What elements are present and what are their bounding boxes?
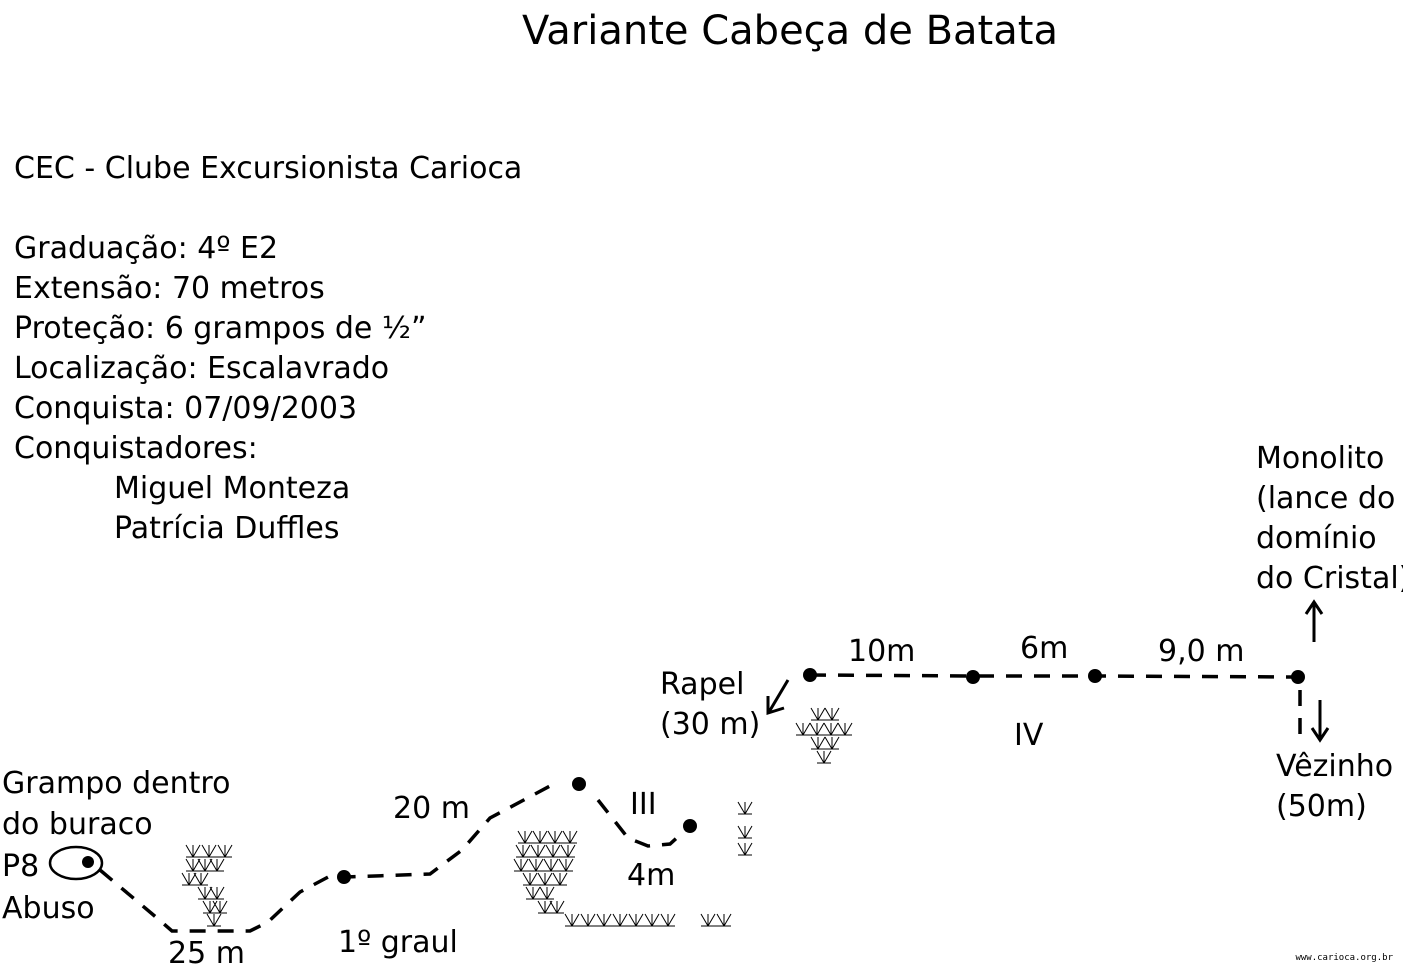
distance-9m-label: 9,0 m	[1158, 634, 1244, 669]
grade-iii-label: III	[630, 787, 657, 822]
route-labels: Grampo dentro do buraco P8 Abuso 25 m 1º…	[2, 441, 1403, 966]
start-hole-icon	[48, 845, 104, 881]
website-label: www.carioca.org.br	[1295, 953, 1393, 963]
monolito-label: Monolito	[1256, 441, 1384, 476]
grass-tuft-icon	[737, 842, 753, 856]
distance-6m-label: 6m	[1020, 631, 1068, 666]
climber-name: Patrícia Duffles	[114, 511, 340, 546]
grass-tuft-icon	[700, 913, 732, 927]
bolt-icon	[803, 668, 817, 682]
bolt-icon	[683, 819, 697, 833]
grass-tuft-icon	[185, 858, 225, 872]
bolt-icon	[572, 777, 586, 791]
distance-4m-label: 4m	[627, 858, 675, 893]
grass-tuft-icon	[816, 750, 832, 764]
rapel-label: Rapel	[660, 667, 744, 702]
vezinho-arrow-icon	[1310, 700, 1330, 743]
monolito-arrow-icon	[1304, 599, 1324, 642]
grass-tuft-icon	[206, 913, 222, 927]
bolt-icon	[966, 670, 980, 684]
grass-tuft-icon	[564, 913, 676, 927]
route-line	[98, 673, 1302, 933]
grass-tuft-icon	[737, 825, 753, 839]
grass-tuft-icon	[513, 858, 574, 872]
distance-10m-label: 10m	[848, 634, 915, 669]
start-note-line: Grampo dentro	[2, 766, 230, 801]
vezinho-label: Vêzinho	[1276, 749, 1393, 784]
vegetation	[181, 707, 853, 927]
climbers-heading: Conquistadores:	[14, 431, 258, 466]
rapel-arrow-icon	[766, 679, 790, 716]
grade-iv-label: IV	[1014, 718, 1044, 753]
grass-tuft-icon	[522, 872, 568, 886]
grass-tuft-icon	[537, 900, 565, 914]
grass-tuft-icon	[517, 830, 578, 844]
grass-tuft-icon	[185, 844, 233, 858]
grass-tuft-icon	[737, 801, 753, 815]
monolito-label: (lance do	[1256, 481, 1395, 516]
diagram-title: Variante Cabeça de Batata	[522, 8, 1058, 54]
grass-tuft-icon	[515, 844, 576, 858]
grass-tuft-icon	[197, 886, 225, 900]
distance-20m-label: 20 m	[393, 791, 470, 826]
length-info: Extensão: 70 metros	[14, 271, 325, 306]
grass-tuft-icon	[181, 872, 209, 886]
grass-tuft-icon	[525, 886, 555, 900]
p8-label: P8	[2, 849, 39, 884]
bolt-icon	[337, 870, 351, 884]
abuso-label: Abuso	[2, 891, 95, 926]
climber-name: Miguel Monteza	[114, 471, 350, 506]
monolito-label: do Cristal)	[1256, 561, 1403, 596]
start-note-line: do buraco	[2, 807, 153, 842]
route-info: CEC - Clube Excursionista Carioca Gradua…	[14, 151, 522, 546]
location-info: Localização: Escalavrado	[14, 351, 389, 386]
grass-tuft-icon	[795, 722, 853, 736]
rapel-label: (30 m)	[660, 707, 760, 742]
grass-tuft-icon	[810, 707, 840, 721]
distance-25m-label: 25 m	[168, 936, 245, 966]
club-name: CEC - Clube Excursionista Carioca	[14, 151, 522, 186]
route-segment	[596, 798, 692, 848]
bolt-icon	[1088, 669, 1102, 683]
date-info: Conquista: 07/09/2003	[14, 391, 357, 426]
grade-info: Graduação: 4º E2	[14, 231, 278, 266]
grass-tuft-icon	[202, 900, 228, 914]
vezinho-label: (50m)	[1276, 789, 1367, 824]
bolt-icon	[1291, 670, 1305, 684]
route-segment	[98, 784, 551, 933]
monolito-label: domínio	[1256, 521, 1377, 556]
bolts	[337, 668, 1305, 884]
protection-info: Proteção: 6 grampos de ½”	[14, 311, 427, 346]
graul-label: 1º graul	[338, 925, 458, 960]
route-segment	[809, 673, 1299, 679]
grass-tuft-icon	[810, 736, 840, 750]
